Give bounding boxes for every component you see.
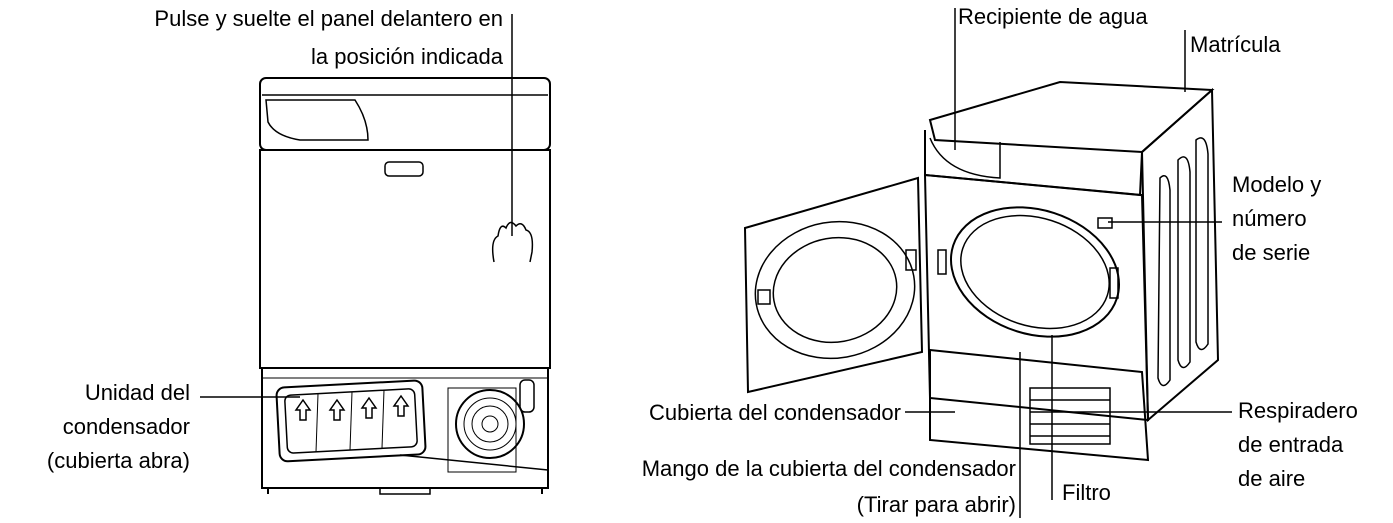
label-model-line1: Modelo y (1232, 172, 1322, 197)
label-vent-line3: de aire (1238, 466, 1306, 491)
label-front-panel-line1: Pulse y suelte el panel delantero en (154, 6, 503, 31)
label-front-panel-line2: la posición indicada (310, 44, 503, 69)
label-vent-line1: Respiradero (1238, 398, 1358, 423)
label-condenser-unit-line2: condensador (62, 414, 190, 439)
label-condenser-unit-line1: Unidad del (84, 380, 190, 405)
label-model-line3: de serie (1232, 240, 1311, 265)
label-water-container: Recipiente de agua (958, 4, 1148, 29)
label-handle-line1: Mango de la cubierta del condensador (641, 456, 1016, 481)
hand-icon (491, 221, 534, 263)
label-handle-line2: (Tirar para abrir) (856, 492, 1016, 517)
label-condenser-cover: Cubierta del condensador (649, 400, 901, 425)
label-vent-line2: de entrada (1238, 432, 1344, 457)
label-plate: Matrícula (1190, 32, 1281, 57)
label-filter: Filtro (1062, 480, 1111, 505)
label-model-line2: número (1232, 206, 1307, 231)
label-condenser-unit-line3: (cubierta abra) (46, 448, 190, 473)
